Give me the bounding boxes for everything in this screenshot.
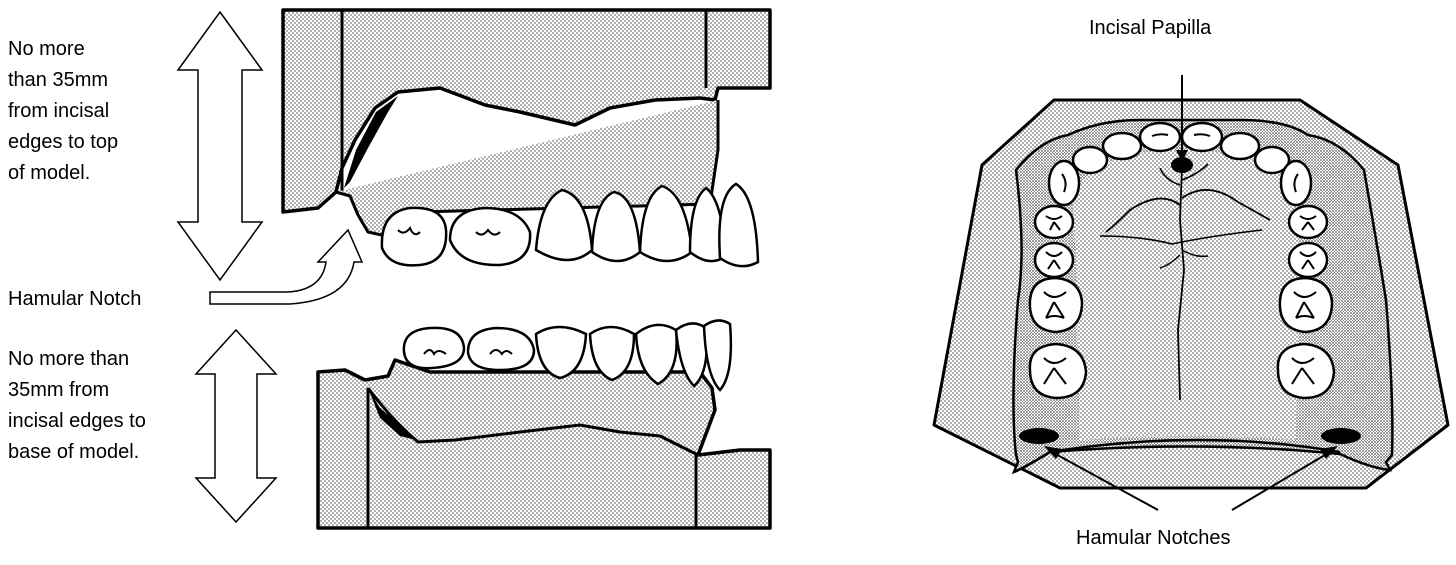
molar-left-2 (1030, 344, 1086, 398)
top-measure-line-1: No more (8, 34, 118, 65)
top-measure-line-5: of model. (8, 158, 118, 189)
occlusal-model-view (934, 75, 1448, 510)
upper-model-side-view (283, 10, 770, 266)
top-measure-line-4: edges to top (8, 127, 118, 158)
canine-left (1049, 161, 1079, 205)
lower-model-side-view (318, 320, 770, 528)
upper-molar-2 (450, 208, 530, 265)
central-incisor-left (1140, 123, 1180, 151)
bottom-measure-line-4: base of model. (8, 437, 146, 468)
bottom-measure-double-arrow (196, 330, 276, 522)
hamular-notches-label: Hamular Notches (1076, 526, 1231, 550)
lateral-incisor-right (1221, 133, 1259, 159)
lateral-incisor-left (1103, 133, 1141, 159)
canine-left-front (1073, 147, 1107, 173)
hamular-notch-label: Hamular Notch (8, 287, 141, 311)
canine-right (1281, 161, 1311, 205)
lower-molar-2 (468, 328, 534, 370)
bottom-measure-line-1: No more than (8, 344, 146, 375)
occlusal-palate-inner (1072, 150, 1300, 440)
hamular-notch-right-mark (1321, 428, 1361, 444)
upper-molar-1 (382, 208, 446, 266)
top-measure-label: No more than 35mm from incisal edges to … (8, 34, 118, 189)
bottom-measure-label: No more than 35mm from incisal edges to … (8, 344, 146, 468)
bottom-measure-line-3: incisal edges to (8, 406, 146, 437)
top-measure-line-2: than 35mm (8, 65, 118, 96)
lower-model-base (318, 360, 770, 528)
top-measure-double-arrow (178, 12, 262, 280)
incisal-papilla-label: Incisal Papilla (1089, 16, 1211, 40)
lower-incisor-central (704, 320, 731, 390)
lower-molar-1 (404, 328, 464, 368)
top-measure-line-3: from incisal (8, 96, 118, 127)
central-incisor-right (1182, 123, 1222, 151)
molar-right-2 (1278, 344, 1334, 398)
upper-incisor-central (719, 184, 758, 266)
bottom-measure-line-2: 35mm from (8, 375, 146, 406)
hamular-notch-left-mark (1019, 428, 1059, 444)
